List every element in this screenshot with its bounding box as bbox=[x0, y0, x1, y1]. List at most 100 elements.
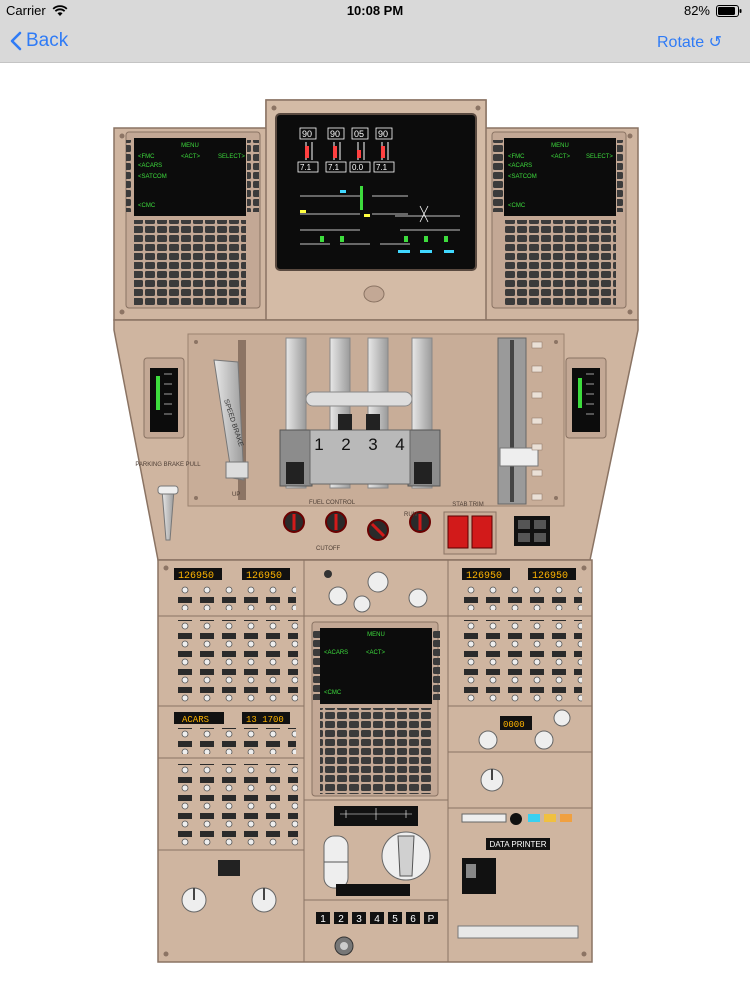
cdu-left-line-1: <FMC bbox=[138, 154, 155, 160]
status-bar: Carrier 10:08 PM 82% bbox=[0, 0, 750, 22]
wifi-icon bbox=[52, 4, 68, 16]
xpdr-code: 0000 bbox=[503, 720, 525, 730]
thrust-lever-3-label: 3 bbox=[368, 435, 377, 454]
pedestal-key-3: 3 bbox=[356, 914, 362, 925]
data-printer[interactable] bbox=[457, 838, 579, 939]
epr-4: 90 bbox=[378, 129, 388, 139]
stab-trim-label: STAB TRIM bbox=[452, 502, 483, 508]
status-right: 82% bbox=[684, 3, 742, 18]
cdu-right[interactable]: MENU <FMC <ACT> SELECT> <ACARS <SATCOM <… bbox=[491, 131, 627, 309]
pedestal-key-p: P bbox=[428, 914, 435, 925]
cdu-right-line-3: SELECT> bbox=[586, 154, 613, 160]
eicas-brightness-knob[interactable] bbox=[363, 285, 385, 303]
carrier-label: Carrier bbox=[6, 3, 46, 18]
thrust-lever-1-label: 1 bbox=[314, 435, 323, 454]
alternate-stab-trim-switches[interactable] bbox=[514, 516, 550, 546]
bottom-rotary-knob[interactable] bbox=[334, 936, 354, 956]
cdu-left-line-3: SELECT> bbox=[218, 154, 245, 160]
cdu-right-line-4: <ACARS bbox=[508, 163, 532, 169]
eicas-display: 90 90 05 90 7.1 7.1 0.0 7.1 bbox=[275, 113, 477, 271]
cdu-center-keypad[interactable] bbox=[320, 708, 432, 794]
cdu-left-keypad[interactable] bbox=[134, 220, 246, 306]
cdu-left-line-5: <SATCOM bbox=[138, 174, 167, 180]
cdu-right-line-6: <CMC bbox=[508, 203, 526, 209]
cdu-left-line-2: <ACT> bbox=[181, 154, 201, 160]
pedestal-key-5: 5 bbox=[392, 914, 398, 925]
lower-left-knob-panel[interactable] bbox=[181, 860, 277, 913]
vhf-left-standby-freq: 126950 bbox=[246, 571, 282, 582]
printer-control-panel[interactable] bbox=[461, 813, 572, 825]
flap-lever[interactable] bbox=[497, 337, 539, 505]
vhf-right-active-freq: 126950 bbox=[466, 571, 502, 582]
cdu-left-line-4: <ACARS bbox=[138, 163, 162, 169]
vhf-radio-right[interactable] bbox=[462, 568, 582, 610]
acars-label: ACARS bbox=[182, 715, 209, 725]
epr-1: 90 bbox=[302, 129, 312, 139]
cockpit-pedestal-graphic: MENU <FMC <ACT> SELECT> <ACARS <SATCOM <… bbox=[113, 99, 639, 963]
vhf-radio-left[interactable] bbox=[174, 568, 296, 610]
transponder-panel[interactable] bbox=[478, 709, 571, 750]
n1-1: 7.1 bbox=[300, 163, 312, 172]
cdu-center-title: MENU bbox=[367, 632, 385, 638]
n1-2: 7.1 bbox=[328, 163, 340, 172]
n1-3: 0.0 bbox=[352, 163, 364, 172]
panel-screws bbox=[119, 105, 633, 957]
acars-radio-panel[interactable] bbox=[174, 712, 296, 754]
pedestal-key-4: 4 bbox=[374, 914, 380, 925]
cdu-right-screen bbox=[504, 138, 616, 216]
cdu-right-line-5: <SATCOM bbox=[508, 174, 537, 180]
weather-radar-panel[interactable] bbox=[480, 768, 504, 792]
cdu-left-line-6: <CMC bbox=[138, 203, 156, 209]
flap-up-label: UP bbox=[232, 492, 240, 498]
epr-2: 90 bbox=[330, 129, 340, 139]
standby-gauge-left bbox=[143, 357, 185, 439]
speed-brake-lever[interactable] bbox=[213, 359, 249, 481]
stab-trim-cutout-switches[interactable] bbox=[443, 511, 497, 555]
thrust-levers[interactable] bbox=[279, 337, 441, 489]
epr-3: 05 bbox=[354, 129, 364, 139]
pedestal-number-keys[interactable] bbox=[316, 912, 438, 924]
cdu-center-line-2: <ACT> bbox=[366, 650, 386, 656]
cockpit-pedestal-view: MENU <FMC <ACT> SELECT> <ACARS <SATCOM <… bbox=[0, 62, 750, 1000]
cutoff-label: CUTOFF bbox=[316, 546, 341, 552]
thrust-lever-2-label: 2 bbox=[341, 435, 350, 454]
n1-4: 7.1 bbox=[376, 163, 388, 172]
rudder-trim-panel[interactable] bbox=[323, 806, 431, 896]
cdu-left-title: MENU bbox=[181, 143, 199, 149]
rotate-button[interactable]: Rotate ↺ bbox=[657, 34, 722, 51]
cdu-right-keypad[interactable] bbox=[504, 220, 616, 306]
fuel-control-label: FUEL CONTROL bbox=[309, 500, 356, 506]
cdu-right-line-2: <ACT> bbox=[551, 154, 571, 160]
thrust-lever-4-label: 4 bbox=[395, 435, 404, 454]
chevron-left-icon bbox=[10, 31, 22, 51]
pedestal-key-6: 6 bbox=[410, 914, 416, 925]
cdu-center-screen bbox=[320, 628, 432, 704]
data-printer-label: DATA PRINTER bbox=[489, 840, 546, 849]
back-label: Back bbox=[26, 30, 69, 51]
battery-percent: 82% bbox=[683, 3, 710, 18]
run-label: RUN bbox=[404, 512, 417, 518]
vhf-left-active-freq: 126950 bbox=[178, 571, 214, 582]
audio-control-panel-left-lower[interactable] bbox=[172, 764, 298, 846]
center-control-knobs[interactable] bbox=[324, 570, 428, 613]
vhf-right-standby-freq: 126950 bbox=[532, 571, 568, 582]
battery-icon bbox=[716, 4, 742, 17]
audio-control-panel-right[interactable] bbox=[456, 620, 582, 702]
cdu-right-title: MENU bbox=[551, 143, 569, 149]
acars-freq: 13 1700 bbox=[246, 715, 284, 725]
audio-control-panel-left[interactable] bbox=[172, 620, 298, 702]
cdu-left-screen bbox=[134, 138, 246, 216]
cdu-left[interactable]: MENU <FMC <ACT> SELECT> <ACARS <SATCOM <… bbox=[125, 131, 261, 309]
cdu-right-line-1: <FMC bbox=[508, 154, 525, 160]
navigation-bar: Back Rotate ↺ bbox=[0, 22, 750, 63]
fuel-control-switches[interactable] bbox=[283, 511, 431, 541]
status-time: 10:08 PM bbox=[346, 3, 404, 18]
cdu-center-line-3: <CMC bbox=[324, 690, 342, 696]
cdu-center[interactable]: MENU <ACARS <ACT> <CMC bbox=[311, 621, 440, 797]
pedestal-key-1: 1 bbox=[320, 914, 326, 925]
parking-brake-label: PARKING BRAKE PULL bbox=[135, 462, 201, 468]
standby-gauge-right bbox=[565, 357, 607, 439]
pedestal-key-2: 2 bbox=[338, 914, 344, 925]
cdu-center-line-1: <ACARS bbox=[324, 650, 348, 656]
back-button[interactable]: Back bbox=[10, 30, 68, 52]
